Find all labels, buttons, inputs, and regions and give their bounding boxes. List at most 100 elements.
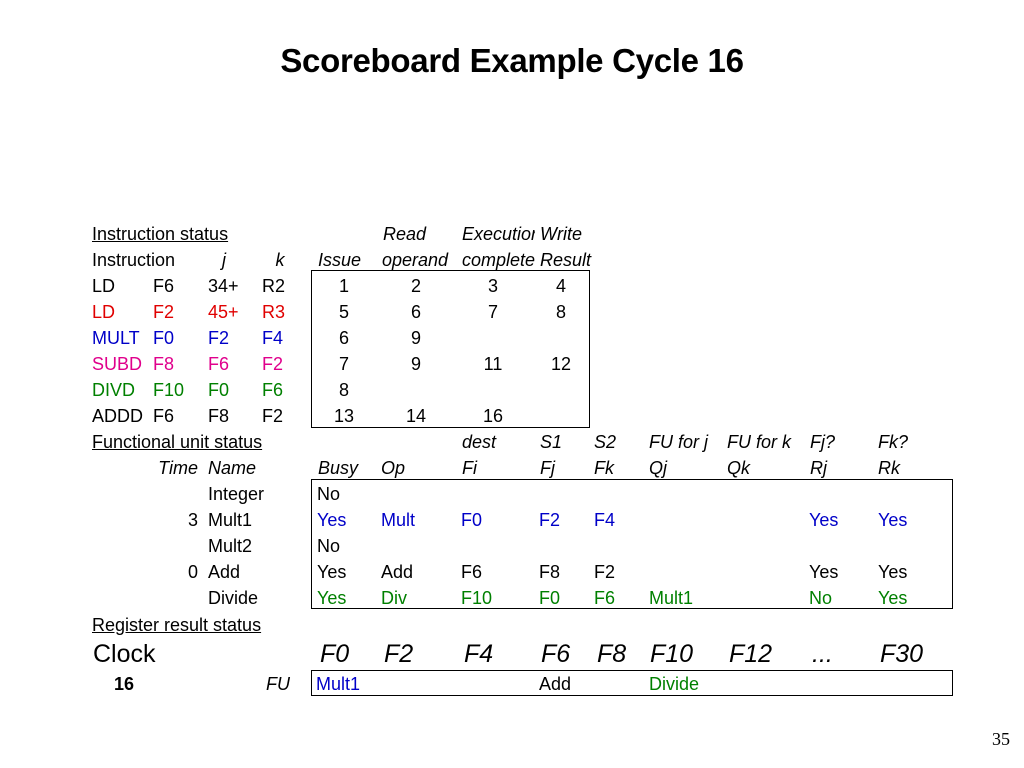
register-fu-value: Divide xyxy=(649,674,700,694)
fu-op: Div xyxy=(381,588,407,608)
instruction-k: F2 xyxy=(262,354,284,374)
instruction-issue: 6 xyxy=(338,328,349,348)
header-qk: Qk xyxy=(727,458,751,478)
fu-fk: F4 xyxy=(594,510,616,530)
instruction-j: F2 xyxy=(208,328,230,348)
register-name: F4 xyxy=(464,640,494,668)
instruction-issue: 8 xyxy=(338,380,349,400)
instruction-dest: F10 xyxy=(153,380,185,400)
header-op: Op xyxy=(381,458,406,478)
page-number: 35 xyxy=(992,729,1010,749)
instruction-j: 34+ xyxy=(208,276,239,296)
header-dest: dest xyxy=(462,432,497,452)
instruction-k: F2 xyxy=(262,406,284,426)
register-name: F8 xyxy=(597,640,627,668)
header-write-top: Write xyxy=(540,224,582,244)
instruction-read: 9 xyxy=(410,328,421,348)
register-name: F12 xyxy=(729,640,773,668)
header-write-bottom: Result xyxy=(540,250,592,270)
header-j: j xyxy=(222,250,226,270)
header-fj-q: Fj? xyxy=(810,432,836,452)
page-title: Scoreboard Example Cycle 16 xyxy=(280,42,744,79)
fu-name: Mult1 xyxy=(208,510,253,530)
header-fk-q: Fk? xyxy=(878,432,909,452)
instruction-exec: 16 xyxy=(482,406,504,426)
header-k: k xyxy=(275,250,285,270)
fu-status-box xyxy=(311,479,953,609)
fu-busy: Yes xyxy=(317,562,347,582)
instruction-read: 14 xyxy=(405,406,427,426)
header-fi: Fi xyxy=(462,458,477,478)
instruction-write: 4 xyxy=(555,276,566,296)
register-status-box xyxy=(311,670,953,696)
fu-name: Integer xyxy=(208,484,265,504)
instruction-exec: 11 xyxy=(483,354,503,374)
instruction-read: 9 xyxy=(410,354,421,374)
fu-op: Mult xyxy=(381,510,416,530)
fu-fj: F2 xyxy=(539,510,561,530)
fu-fk: F2 xyxy=(594,562,616,582)
header-fk: Fk xyxy=(594,458,614,478)
instruction-k: R2 xyxy=(262,276,286,296)
fu-fj: F0 xyxy=(539,588,561,608)
fu-busy: No xyxy=(317,536,341,556)
header-exec-top: Execution xyxy=(462,224,535,244)
instruction-j: F6 xyxy=(208,354,230,374)
header-instruction: Instruction xyxy=(92,250,176,270)
instruction-status-box xyxy=(311,270,590,428)
header-read-top: Read xyxy=(383,224,427,244)
fu-time: 0 xyxy=(187,562,198,582)
instruction-dest: F2 xyxy=(153,302,175,322)
fu-rj: Yes xyxy=(809,510,839,530)
fu-busy: Yes xyxy=(317,510,347,530)
instruction-dest: F6 xyxy=(153,406,175,426)
header-s1: S1 xyxy=(540,432,563,452)
instruction-exec: 3 xyxy=(487,276,498,296)
instruction-op: LD xyxy=(92,276,116,296)
fu-rk: Yes xyxy=(878,510,908,530)
header-fu-k: FU for k xyxy=(727,432,792,452)
instruction-dest: F6 xyxy=(153,276,175,296)
instruction-k: F4 xyxy=(262,328,284,348)
fu-rk: Yes xyxy=(878,588,908,608)
fu-fi: F6 xyxy=(461,562,483,582)
register-fu-value: Add xyxy=(539,674,572,694)
fu-busy: No xyxy=(317,484,341,504)
fu-fi: F10 xyxy=(461,588,493,608)
instruction-j: F0 xyxy=(208,380,230,400)
header-time: Time xyxy=(158,458,198,478)
register-name: F10 xyxy=(650,640,694,668)
fu-name: Add xyxy=(208,562,241,582)
header-name: Name xyxy=(208,458,257,478)
instruction-k: F6 xyxy=(262,380,284,400)
header-rk: Rk xyxy=(878,458,900,478)
instruction-j: F8 xyxy=(208,406,230,426)
fu-name: Divide xyxy=(208,588,259,608)
clock-value: 16 xyxy=(114,674,135,694)
instruction-issue: 13 xyxy=(333,406,355,426)
fu-name: Mult2 xyxy=(208,536,253,556)
instruction-op: SUBD xyxy=(92,354,143,374)
instruction-read: 2 xyxy=(410,276,421,296)
instruction-dest: F8 xyxy=(153,354,175,374)
fu-row-label: FU xyxy=(266,674,290,694)
instruction-op: DIVD xyxy=(92,380,136,400)
fu-qj: Mult1 xyxy=(649,588,694,608)
instruction-issue: 1 xyxy=(338,276,349,296)
instruction-dest: F0 xyxy=(153,328,175,348)
register-status-label: Register result status xyxy=(92,615,262,635)
fu-status-label: Functional unit status xyxy=(92,432,263,452)
header-exec-bottom: complete xyxy=(462,250,535,270)
register-fu-value: Mult1 xyxy=(316,674,361,694)
header-issue: Issue xyxy=(318,250,362,270)
register-name: ... xyxy=(812,640,833,668)
register-name: F30 xyxy=(880,640,924,668)
instruction-issue: 5 xyxy=(338,302,349,322)
header-busy: Busy xyxy=(318,458,359,478)
register-name: F6 xyxy=(541,640,571,668)
header-rj: Rj xyxy=(810,458,827,478)
header-qj: Qj xyxy=(649,458,667,478)
fu-time: 3 xyxy=(187,510,198,530)
header-read-bottom: operand xyxy=(382,250,449,270)
instruction-j: 45+ xyxy=(208,302,239,322)
